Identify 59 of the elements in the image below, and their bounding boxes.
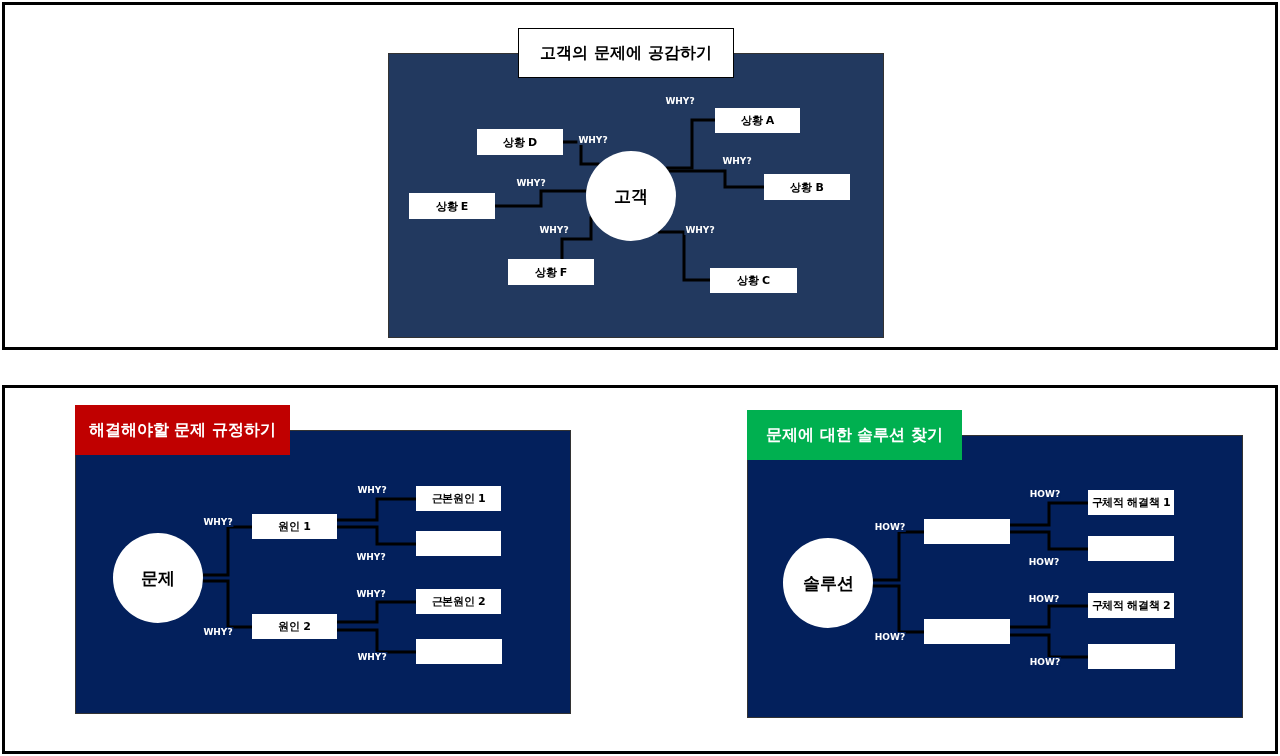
edge-label: WHY?	[684, 225, 716, 235]
title-tab: 해결해야할 문제 규정하기	[75, 405, 290, 455]
empty-box	[924, 619, 1010, 644]
label-box: 상황 F	[508, 259, 594, 285]
empty-box	[416, 639, 502, 664]
edge-label: WHY?	[355, 552, 387, 562]
label-box: 상황 E	[409, 193, 495, 219]
label-box: 상황 C	[710, 268, 797, 293]
label-box: 상황 D	[477, 129, 563, 155]
edge-label: WHY?	[538, 225, 570, 235]
edge-label: WHY?	[664, 96, 696, 106]
connector-line	[202, 579, 252, 629]
connector-line	[337, 525, 416, 546]
empty-box	[416, 531, 501, 556]
frame-border	[2, 385, 1278, 754]
label-box: 원인 1	[252, 514, 337, 539]
connector-line	[872, 584, 924, 634]
edge-label: HOW?	[1028, 657, 1062, 667]
connector-line	[872, 530, 924, 582]
label-box: 상황 A	[715, 108, 800, 133]
connector-line	[1010, 501, 1088, 527]
connector-line	[202, 525, 252, 577]
title-tab: 문제에 대한 솔루션 찾기	[747, 410, 962, 460]
connector-line	[495, 189, 587, 208]
label-box: 원인 2	[252, 614, 337, 639]
label-box: 근본원인 2	[416, 589, 501, 614]
connector-line	[560, 216, 593, 259]
label-box: 상황 B	[764, 174, 850, 200]
edge-label: WHY?	[515, 178, 547, 188]
edge-label: HOW?	[1028, 489, 1062, 499]
connector-line	[337, 497, 416, 522]
edge-label: WHY?	[202, 517, 234, 527]
edge-label: WHY?	[577, 135, 609, 145]
edge-label: WHY?	[356, 652, 388, 662]
connector-line	[668, 169, 764, 189]
connector-line	[1010, 530, 1088, 551]
edge-label: WHY?	[356, 485, 388, 495]
connector-line	[658, 230, 710, 282]
edge-label: HOW?	[873, 632, 907, 642]
title-tab: 고객의 문제에 공감하기	[518, 28, 734, 78]
edge-label: WHY?	[355, 589, 387, 599]
edge-label: WHY?	[721, 156, 753, 166]
connector-line	[563, 140, 600, 166]
edge-label: HOW?	[1027, 594, 1061, 604]
label-box: 구체적 해결책 1	[1088, 490, 1174, 515]
connector-line	[1010, 633, 1088, 659]
edge-label: WHY?	[202, 627, 234, 637]
frame-border	[2, 2, 1278, 350]
connector-line	[666, 118, 715, 170]
empty-box	[1088, 536, 1174, 561]
empty-box	[924, 519, 1010, 544]
label-box: 구체적 해결책 2	[1088, 593, 1174, 618]
connector-line	[337, 600, 416, 624]
empty-box	[1088, 644, 1175, 669]
connector-line	[337, 628, 416, 654]
edge-label: HOW?	[1027, 557, 1061, 567]
edge-label: HOW?	[873, 522, 907, 532]
label-box: 근본원인 1	[416, 486, 501, 511]
connector-line	[1010, 604, 1088, 629]
